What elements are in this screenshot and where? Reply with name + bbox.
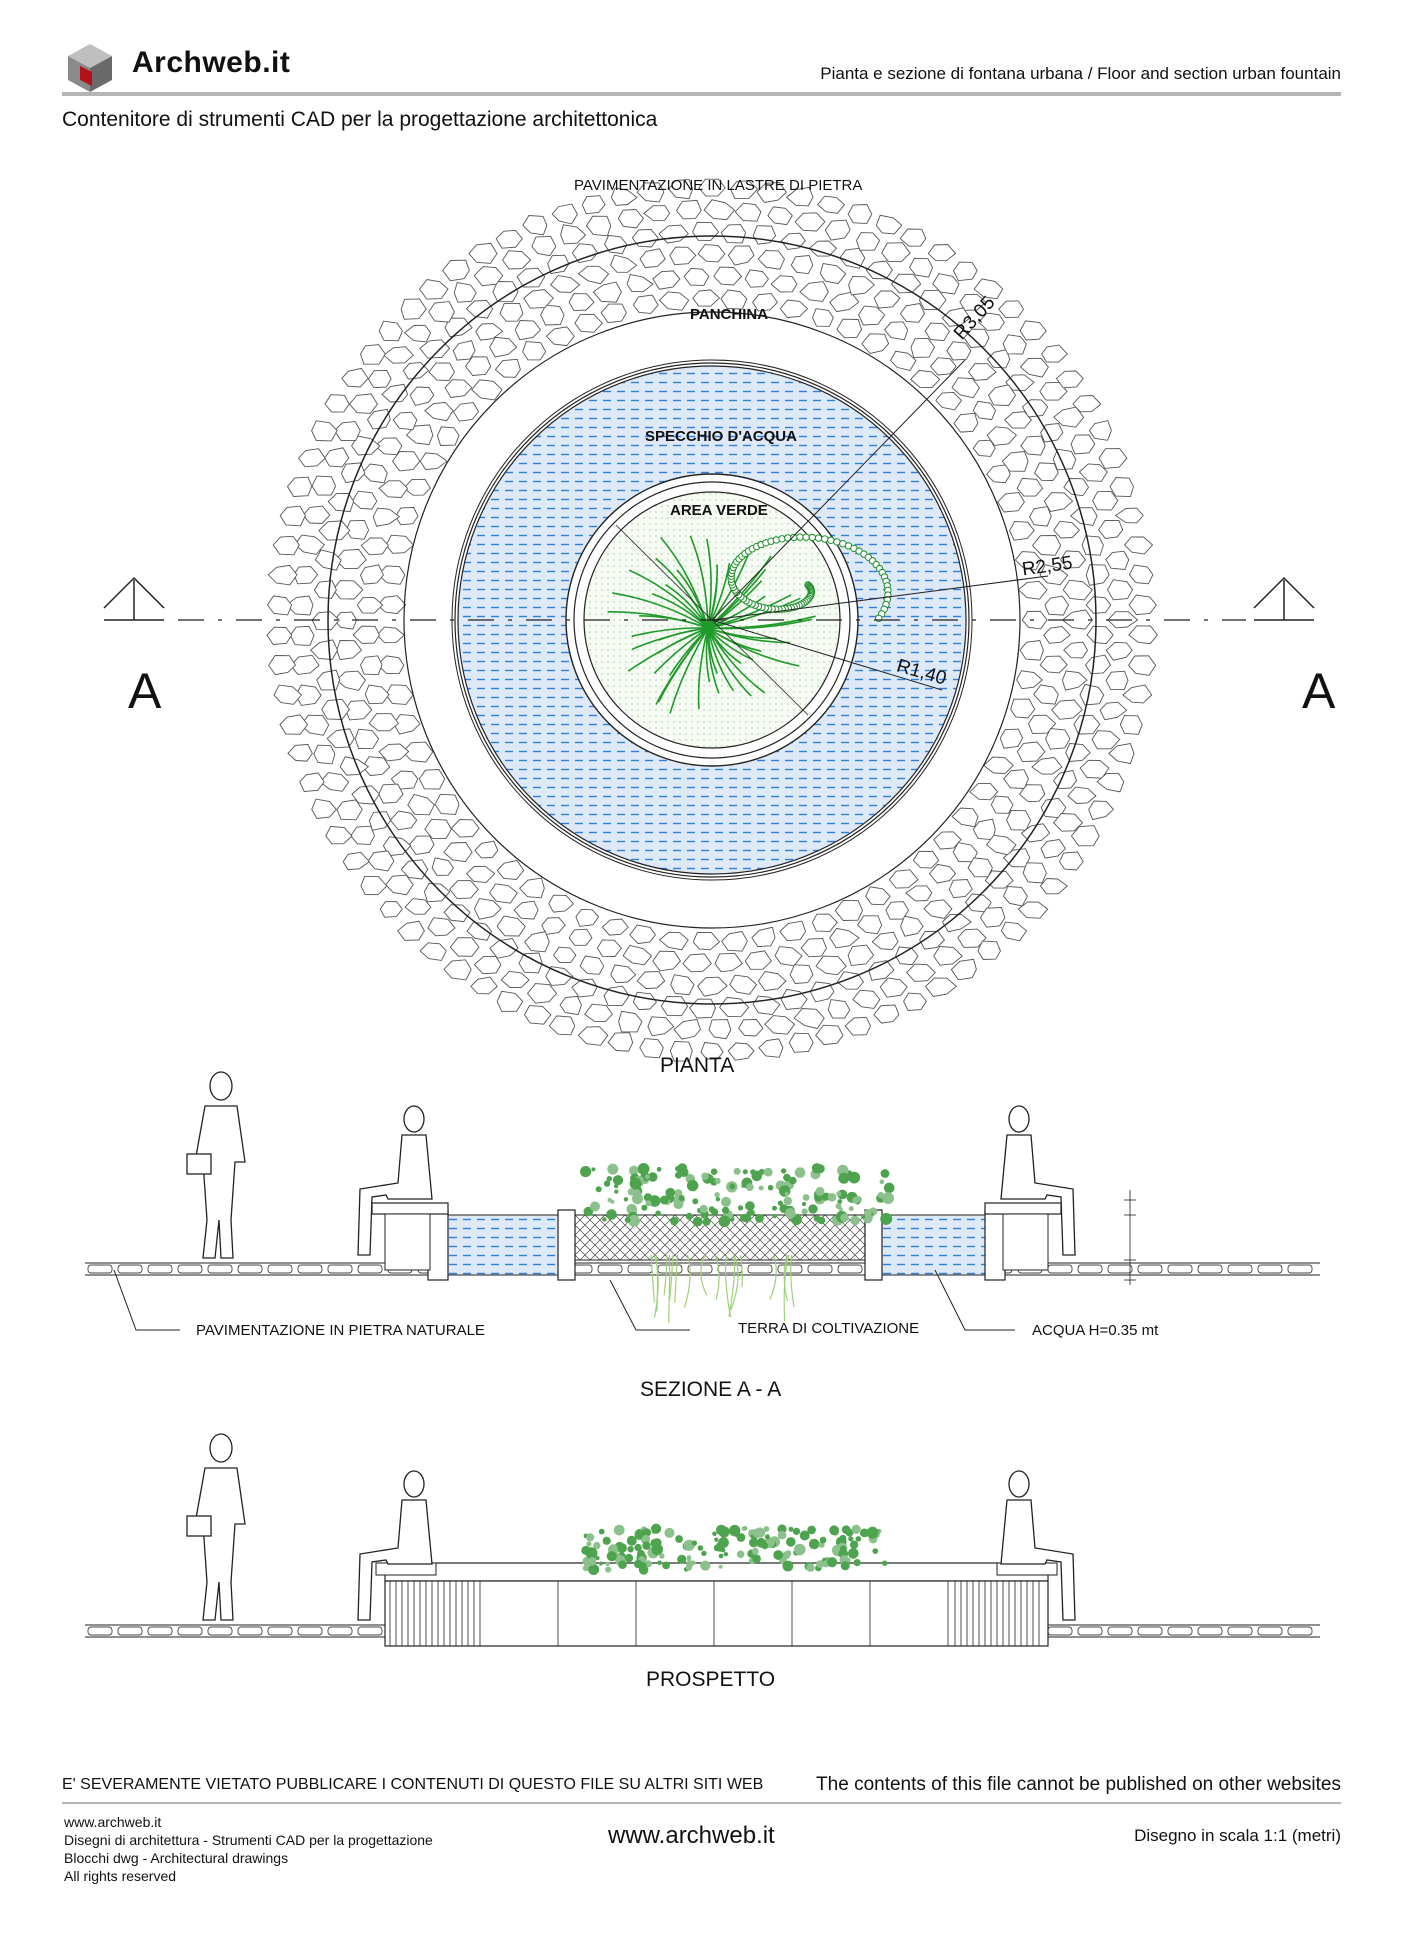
standing-person-elevation: [186, 1433, 246, 1621]
standing-person-section: [186, 1071, 246, 1259]
label-bench: PANCHINA: [690, 306, 769, 323]
leader-soil: [609, 1279, 690, 1331]
elevation-view: [85, 1523, 1320, 1647]
label-water-mirror: SPECCHIO D'ACQUA: [645, 428, 797, 445]
logo-icon: [68, 44, 112, 92]
roots-section: [650, 1254, 795, 1323]
section-arrow-right: [1253, 576, 1315, 621]
leader-water: [934, 1269, 1015, 1331]
label-natural-stone-paving: PAVIMENTAZIONE IN PIETRA NATURALE: [196, 1322, 485, 1339]
seated-person-elevation-left: [357, 1470, 433, 1621]
stone-paving-ring: [266, 178, 1158, 1062]
tagline: Contenitore di strumenti CAD per la prog…: [62, 108, 658, 131]
dimension-line: [1124, 1190, 1136, 1285]
seated-person-elevation-right: [1000, 1470, 1076, 1621]
elevation-panels: [389, 1581, 1040, 1646]
seated-person-section-left: [357, 1105, 433, 1256]
label-stone-paving: PAVIMENTAZIONE IN LASTRE DI PIETRA: [574, 177, 863, 194]
drawing-scale: Disegno in scala 1:1 (metri): [1134, 1826, 1341, 1845]
shrub-spiral: [727, 533, 892, 622]
label-green-area: AREA VERDE: [670, 502, 768, 519]
ground-paving-section: [85, 1262, 1320, 1276]
seated-person-section-right: [1000, 1105, 1076, 1256]
shrub-section: [580, 1163, 895, 1228]
warning-english: The contents of this file cannot be publ…: [816, 1774, 1341, 1795]
caption-plan: PIANTA: [660, 1054, 735, 1077]
label-water-height: ACQUA H=0.35 mt: [1032, 1322, 1159, 1339]
header-divider: [62, 92, 1341, 96]
warning-italian: E' SEVERAMENTE VIETATO PUBBLICARE I CONT…: [62, 1776, 764, 1793]
section-mark-left: A: [128, 663, 162, 719]
footer-blocks: Blocchi dwg - Architectural drawings: [64, 1850, 289, 1866]
caption-elevation: PROSPETTO: [646, 1668, 776, 1691]
palm-plant: [607, 535, 816, 714]
section-mark-right: A: [1302, 663, 1336, 719]
brand-name: Archweb.it: [132, 46, 291, 79]
leader-paving: [113, 1269, 180, 1331]
footer-description: Disegni di architettura - Strumenti CAD …: [64, 1832, 433, 1848]
footer-rights: All rights reserved: [64, 1868, 177, 1884]
shrub-elevation: [581, 1523, 888, 1575]
label-soil: TERRA DI COLTIVAZIONE: [738, 1320, 920, 1337]
footer-url[interactable]: www.archweb.it: [608, 1822, 775, 1849]
caption-section: SEZIONE A - A: [640, 1378, 782, 1401]
footer-site: www.archweb.it: [64, 1814, 162, 1830]
bench-support-right: [1002, 1213, 1049, 1271]
section-view: [85, 1163, 1320, 1331]
footer-divider: [62, 1802, 1341, 1804]
section-arrow-left: [103, 576, 165, 621]
drawing-title: Pianta e sezione di fontana urbana / Flo…: [820, 64, 1341, 83]
bench-support-left: [384, 1213, 431, 1271]
plan-view: [103, 178, 1315, 1062]
